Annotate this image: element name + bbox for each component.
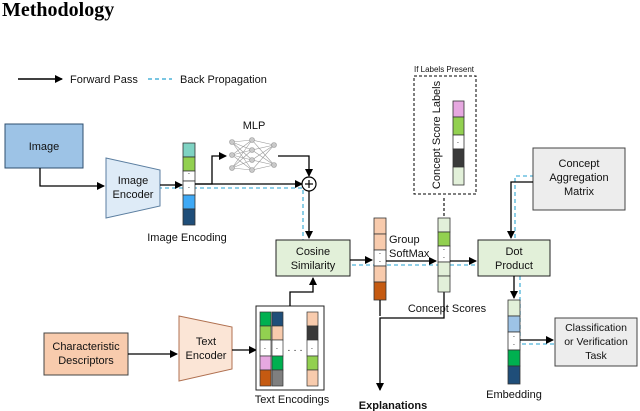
char-desc-line2: Descriptors [58, 355, 114, 367]
text-encodings-to-cosine-arrow [289, 277, 317, 306]
image-to-encoder-arrow [39, 168, 105, 190]
embedding-label: Embedding [486, 389, 542, 401]
mlp-to-add-arrow [278, 155, 313, 177]
image-encoding-dot: · [188, 183, 191, 192]
text-encoder-shape [178, 315, 233, 382]
matrix-dot: · [276, 344, 279, 353]
text-encoding-column-1 [259, 311, 272, 387]
cosine-similarity-box [275, 239, 351, 277]
dot-product-line2: Product [495, 260, 533, 272]
aggregation-line3: Matrix [564, 186, 594, 198]
image-encoder-shape [105, 157, 161, 219]
vector-to-mlp-arrow [195, 152, 227, 185]
concept-aggregation-matrix-box [532, 147, 626, 211]
image-encoder-label-line2: Encoder [113, 189, 154, 201]
concept-scores-vector [437, 217, 451, 293]
cosine-label-line1: Cosine [296, 246, 330, 258]
embedding-dot: · [513, 340, 516, 349]
if-labels-present-label: If Labels Present [414, 65, 475, 74]
embedding-dot: · [513, 332, 516, 341]
matrix-dot: · [311, 344, 314, 353]
aggregation-line2: Aggregation [549, 172, 608, 184]
scores-dot: · [379, 249, 382, 258]
to-explanations-arrow [376, 292, 445, 391]
image-box [4, 123, 84, 169]
backprop-embedding-to-task [519, 276, 556, 345]
similarity-scores-vector [373, 217, 387, 301]
classification-task-box [554, 317, 638, 367]
dot-product-line1: Dot [505, 246, 522, 258]
aggregation-line1: Concept [559, 158, 600, 170]
mlp-label: MLP [243, 120, 266, 132]
concept-score-labels-label: Concept Score Labels [431, 80, 443, 189]
scores-dot: · [379, 257, 382, 266]
text-encoder-line2: Encoder [186, 350, 227, 362]
classification-line2: or Verification [564, 336, 628, 348]
explanations-label: Explanations [359, 400, 427, 411]
dot-product-box [477, 239, 551, 277]
text-encoder-line1: Text [196, 336, 216, 348]
legend-back-propagation: Back Propagation [180, 74, 267, 86]
concept-scores-dot: · [443, 253, 446, 262]
text-encoding-column-2 [271, 311, 284, 387]
backprop-dot-to-aggregation [514, 175, 533, 245]
concept-score-labels-vector [452, 100, 465, 186]
group-softmax-line2: SoftMax [389, 248, 430, 260]
aggregation-to-dot-arrow [507, 181, 533, 239]
image-encoder-label-line1: Image [118, 175, 149, 187]
matrix-dot: · [264, 344, 267, 353]
cosine-label-line2: Similarity [291, 260, 336, 272]
classification-line3: Task [585, 350, 607, 362]
image-encoding-dot: · [188, 169, 191, 178]
legend-forward-pass: Forward Pass [70, 74, 138, 86]
labels-dot: · [457, 138, 460, 147]
mlp-network-icon [229, 137, 277, 173]
text-encoding-column-3 [306, 311, 319, 387]
char-desc-line1: Characteristic [52, 341, 120, 353]
characteristic-descriptors-box [43, 332, 129, 376]
page-title: Methodology [2, 0, 114, 21]
image-label: Image [29, 141, 60, 153]
if-labels-present-box [413, 75, 477, 195]
concept-scores-dot: · [443, 245, 446, 254]
image-encoding-vector [182, 142, 196, 226]
image-encoding-label: Image Encoding [147, 232, 227, 244]
group-softmax-line1: Group [389, 234, 420, 246]
embedding-vector [507, 299, 521, 385]
text-encodings-label: Text Encodings [255, 394, 330, 406]
matrix-ellipsis: · · · [287, 345, 303, 356]
classification-line1: Classification [565, 322, 627, 334]
concept-scores-label: Concept Scores [408, 303, 487, 315]
legend: Forward Pass Back Propagation [18, 74, 267, 86]
